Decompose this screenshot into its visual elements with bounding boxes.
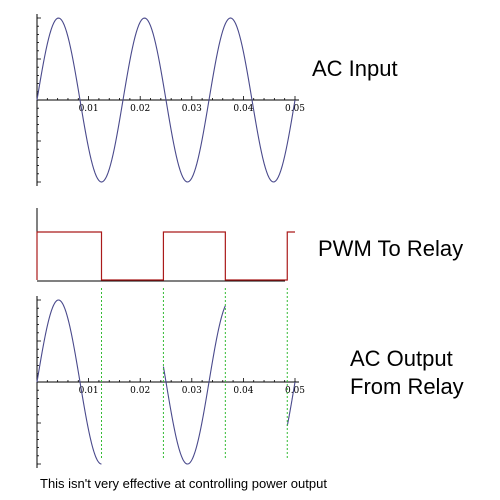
ac-input-x-tick-label: 0.05 xyxy=(285,104,305,114)
ac-output-x-tick-label: 0.04 xyxy=(233,386,253,396)
ac-output-title: AC Output From Relay xyxy=(350,345,464,401)
ac-input-x-tick-label: 0.02 xyxy=(130,104,150,114)
ac-output-x-tick-label: 0.02 xyxy=(130,386,150,396)
caption: This isn't very effective at controlling… xyxy=(40,476,327,491)
ac-output-x-tick-label: 0.03 xyxy=(182,386,202,396)
pwm-series-line xyxy=(36,231,295,281)
ac-output-x-tick-label: 0.05 xyxy=(285,386,305,396)
plot-pwm xyxy=(36,208,295,282)
ac-input-x-tick-label: 0.03 xyxy=(182,104,202,114)
ac-output-series-line xyxy=(36,299,102,465)
plot-ac-input: 0.01 0.02 0.03 0.04 0.05 xyxy=(36,14,305,186)
ac-output-series-line xyxy=(162,305,226,465)
ac-output-title-line-2: From Relay xyxy=(350,374,464,399)
ac-input-x-tick-label: 0.01 xyxy=(79,104,99,114)
plot-ac-output: 0.01 0.02 0.03 0.04 0.05 xyxy=(36,288,305,468)
ac-output-x-tick-label: 0.01 xyxy=(79,386,99,396)
ac-input-title: AC Input xyxy=(312,56,398,81)
pwm-title: PWM To Relay xyxy=(318,236,464,261)
ac-input-series-line xyxy=(36,17,296,183)
ac-output-title-line-1: AC Output xyxy=(350,346,453,371)
ac-output-series-line xyxy=(286,381,296,427)
ac-input-x-tick-label: 0.04 xyxy=(233,104,253,114)
